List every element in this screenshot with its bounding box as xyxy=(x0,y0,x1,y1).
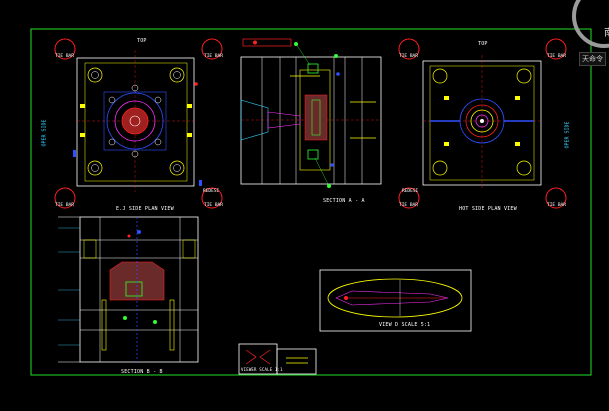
view-d-detail xyxy=(319,269,472,332)
tl-extra-label: REDESI xyxy=(203,189,220,194)
command-tooltip: 天命令 xyxy=(579,52,606,66)
tr-tie-bar-1: TIE BAR xyxy=(399,54,418,59)
title-block-text: VIEWER SCALE 1:1 xyxy=(241,367,283,372)
tl-tie-bar-3: TIE BAR xyxy=(55,203,74,208)
tl-tie-bar-4: TIE BAR xyxy=(204,203,223,208)
section-bb-title: SECTION B - B xyxy=(121,369,163,375)
compass-direction-label: 南 xyxy=(604,24,609,39)
tl-side-label: OPER SIDE xyxy=(41,119,48,147)
tr-tie-bar-2: TIE BAR xyxy=(547,54,566,59)
tl-view-title: E.J SIDE PLAN VIEW xyxy=(116,206,174,212)
viewcube-ring xyxy=(572,0,609,48)
tl-top-label: TOP xyxy=(137,38,147,44)
viewcube-widget[interactable]: 南 天命令 xyxy=(566,0,609,72)
tr-extra-label: REDESI xyxy=(402,189,419,194)
tr-top-label: TOP xyxy=(478,41,488,47)
ej-side-plan-view xyxy=(54,38,223,209)
drawing-border xyxy=(30,28,592,376)
hot-side-plan-view xyxy=(398,38,567,209)
title-block xyxy=(238,343,317,375)
tr-tie-bar-4: TIE BAR xyxy=(547,203,566,208)
tr-tie-bar-3: TIE BAR xyxy=(399,203,418,208)
view-d-title: VIEW D SCALE 5:1 xyxy=(379,322,431,328)
tl-tie-bar-2: TIE BAR xyxy=(204,54,223,59)
tr-side-label: OPER SIDE xyxy=(564,121,571,149)
section-aa-title: SECTION A - A xyxy=(323,198,365,204)
tl-tie-bar-1: TIE BAR xyxy=(55,54,74,59)
section-b-b-view xyxy=(58,216,199,363)
section-a-a-view xyxy=(240,38,382,188)
tr-view-title: HOT SIDE PLAN VIEW xyxy=(459,206,517,212)
